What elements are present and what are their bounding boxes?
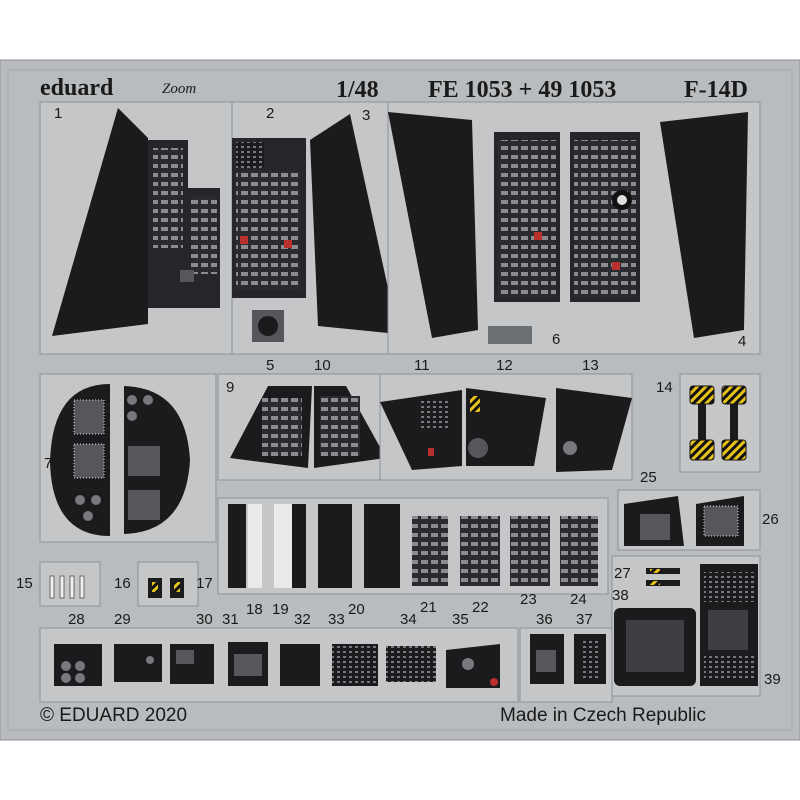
part-label-35: 35 [452,611,469,628]
part-label-16: 16 [114,575,131,592]
part-label-19: 19 [272,601,289,618]
part-label-10: 10 [314,357,331,374]
part-21 [412,516,448,586]
part-label-33: 33 [328,611,345,628]
copyright: © EDUARD 2020 [40,705,188,726]
part-18-b [248,504,262,588]
part-label-27: 27 [614,565,631,582]
part-19-a [274,504,292,588]
part-22 [460,516,500,586]
part-label-39: 39 [764,671,781,688]
part-label-4: 4 [738,333,747,350]
part-label-37: 37 [576,611,593,628]
part-label-32: 32 [294,611,311,628]
part-23 [510,516,550,586]
part-1 [52,108,148,336]
part-4-left [388,112,478,338]
part-label-14: 14 [656,379,673,396]
set-code: FE 1053 + 49 1053 [428,77,617,103]
part-3 [310,114,398,334]
part-label-25: 25 [640,469,657,486]
part-label-21: 21 [420,599,437,616]
part-label-31: 31 [222,611,239,628]
part-label-23: 23 [520,591,537,608]
part-38 [646,580,680,586]
part-label-6: 6 [552,331,561,348]
part-34 [386,646,436,682]
part-label-30: 30 [196,611,213,628]
part-33 [332,644,378,686]
part-19-b [292,504,306,588]
part-27 [646,568,680,574]
part-label-3: 3 [362,107,371,124]
part-label-34: 34 [400,611,417,628]
part-label-18: 18 [246,601,263,618]
part-15 [49,575,85,599]
part-label-20: 20 [348,601,365,618]
part-label-22: 22 [472,599,489,616]
scale-label: 1/48 [336,77,379,103]
part-label-17: 17 [196,575,213,592]
part-label-38: 38 [612,587,629,604]
part-20-a [318,504,352,588]
part-14 [689,385,747,461]
part-label-15: 15 [16,575,33,592]
zoom-logo: Zoom [162,81,197,97]
part-label-13: 13 [582,357,599,374]
part-18-a [228,504,246,588]
origin-label: Made in Czech Republic [500,705,706,726]
part-label-7: 7 [44,455,53,472]
brand-logo: eduard [40,75,114,101]
part-label-1: 1 [54,105,63,122]
part-label-8: 8 [182,455,191,472]
part-label-36: 36 [536,611,553,628]
part-label-5: 5 [266,357,275,374]
part-4 [660,112,748,338]
part-label-9: 9 [226,379,235,396]
part-label-12: 12 [496,357,513,374]
part-label-28: 28 [68,611,85,628]
aircraft-label: F-14D [684,77,748,103]
part-label-24: 24 [570,591,587,608]
part-6 [488,326,532,344]
part-24 [560,516,598,586]
part-label-11: 11 [414,357,430,374]
part-20-b [364,504,400,588]
part-29 [114,644,162,682]
part-label-29: 29 [114,611,131,628]
part-32 [280,644,320,686]
part-label-26: 26 [762,511,779,528]
part-label-2: 2 [266,105,275,122]
